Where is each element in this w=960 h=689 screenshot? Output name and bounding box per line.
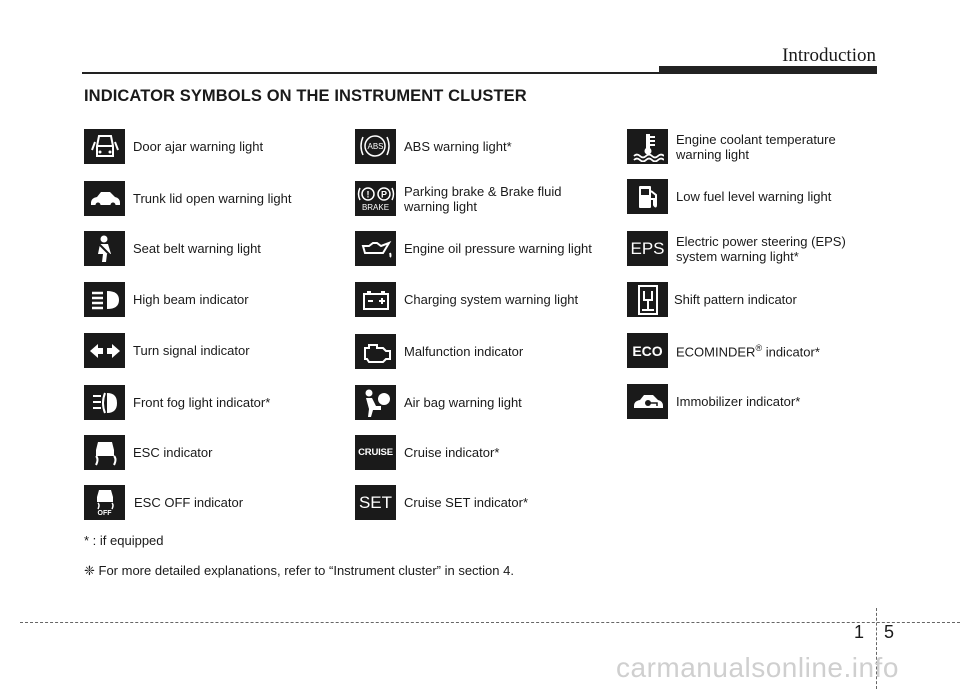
indicator-eps: EPS Electric power steering (EPS) system…	[627, 231, 846, 266]
watermark: carmanualsonline.info	[616, 652, 899, 683]
indicator-abs: ABS ABS warning light*	[355, 129, 512, 164]
indicator-label: Front fog light indicator*	[133, 395, 271, 410]
svg-text:P: P	[380, 189, 386, 199]
turn-signal-icon	[84, 333, 125, 368]
indicator-label: Electric power steering (EPS) system war…	[676, 234, 846, 264]
brake-icon: ! P BRAKE	[355, 181, 396, 216]
immobilizer-icon	[627, 384, 668, 419]
indicator-label: High beam indicator	[133, 292, 249, 307]
indicator-label: Seat belt warning light	[133, 241, 261, 256]
header-title: Introduction	[782, 45, 876, 66]
indicator-label: Low fuel level warning light	[676, 189, 832, 204]
indicator-turn-signal: Turn signal indicator	[84, 333, 250, 368]
cruise-icon: CRUISE	[355, 435, 396, 470]
indicator-trunk-open: Trunk lid open warning light	[84, 181, 292, 216]
indicator-door-ajar: Door ajar warning light	[84, 129, 263, 164]
label-line-2: warning light	[676, 146, 749, 162]
indicator-cruise-set: SET Cruise SET indicator*	[355, 485, 528, 520]
indicator-shift-pattern: Shift pattern indicator	[627, 282, 797, 317]
header-rule	[82, 72, 877, 74]
set-text: SET	[358, 492, 393, 512]
shift-pattern-icon	[627, 282, 668, 317]
cruise-text: CRUISE	[358, 447, 393, 458]
page-divider	[876, 608, 877, 689]
indicator-fuel: Low fuel level warning light	[627, 179, 831, 214]
indicator-label: Turn signal indicator	[133, 343, 250, 358]
footnote-equipped: * : if equipped	[84, 533, 164, 548]
indicator-label: Trunk lid open warning light	[133, 191, 292, 206]
indicator-front-fog: Front fog light indicator*	[84, 385, 270, 420]
coolant-temp-icon	[627, 129, 668, 164]
fuel-icon	[627, 179, 668, 214]
eps-text: EPS	[630, 238, 665, 258]
label-pre: ECOMINDER	[676, 344, 756, 360]
indicator-high-beam: High beam indicator	[84, 282, 249, 317]
trunk-open-icon	[84, 181, 125, 216]
seat-belt-icon	[84, 231, 125, 266]
indicator-coolant-temp: Engine coolant temperature warning light	[627, 129, 836, 164]
abs-text: ABS	[367, 142, 384, 151]
indicator-label: Cruise SET indicator*	[404, 495, 529, 510]
indicator-label: Parking brake & Brake fluid warning ligh…	[404, 184, 562, 214]
label-line-2: system warning light*	[676, 248, 799, 264]
engine-check-icon	[355, 334, 396, 369]
indicator-label: ABS warning light*	[404, 139, 512, 154]
oil-pressure-icon	[355, 231, 396, 266]
page-chapter: 1	[854, 622, 865, 642]
label-post: indicator*	[762, 344, 820, 360]
abs-icon: ABS	[355, 129, 396, 164]
indicator-label: Door ajar warning light	[133, 139, 264, 154]
indicator-eco: ECO ECOMINDER® indicator*	[627, 333, 820, 368]
eco-icon: ECO	[627, 333, 668, 368]
page-rule	[20, 622, 960, 623]
brake-text: BRAKE	[361, 202, 390, 212]
indicator-airbag: Air bag warning light	[355, 385, 522, 420]
indicator-label: Engine oil pressure warning light	[404, 241, 592, 256]
indicator-seat-belt: Seat belt warning light	[84, 231, 261, 266]
battery-icon	[355, 282, 396, 317]
indicator-label: Charging system warning light	[404, 292, 579, 307]
indicator-label: ECOMINDER® indicator*	[676, 341, 820, 359]
esc-icon	[84, 435, 125, 470]
label-line-2: warning light	[404, 198, 477, 214]
indicator-brake: ! P BRAKE Parking brake & Brake fluid wa…	[355, 181, 562, 216]
label-line-1: Electric power steering (EPS)	[676, 233, 846, 249]
front-fog-icon	[84, 385, 125, 420]
indicator-label: Shift pattern indicator	[674, 292, 797, 307]
indicator-immobilizer: Immobilizer indicator*	[627, 384, 800, 419]
airbag-icon	[355, 385, 396, 420]
eco-text: ECO	[632, 342, 663, 359]
esc-off-text: OFF	[97, 509, 112, 517]
indicator-cruise: CRUISE Cruise indicator*	[355, 435, 499, 470]
indicator-label: Malfunction indicator	[404, 344, 524, 359]
registered-mark: ®	[755, 343, 763, 354]
label-line-1: Parking brake & Brake fluid	[404, 183, 562, 199]
footnote-more-info: ❈ For more detailed explanations, refer …	[84, 563, 514, 578]
section-title: INDICATOR SYMBOLS ON THE INSTRUMENT CLUS…	[84, 87, 527, 105]
esc-off-icon: OFF	[84, 485, 125, 520]
indicator-label: Immobilizer indicator*	[676, 394, 801, 409]
door-ajar-icon	[84, 129, 125, 164]
svg-text:!: !	[366, 189, 369, 199]
indicator-esc: ESC indicator	[84, 435, 212, 470]
cruise-set-icon: SET	[355, 485, 396, 520]
header-bar	[659, 66, 877, 73]
indicator-oil-pressure: Engine oil pressure warning light	[355, 231, 592, 266]
indicator-esc-off: OFF ESC OFF indicator	[84, 485, 243, 520]
indicator-label: Air bag warning light	[404, 395, 522, 410]
indicator-label: ESC OFF indicator	[134, 495, 244, 510]
indicator-engine-check: Malfunction indicator	[355, 334, 523, 369]
indicator-label: Cruise indicator*	[404, 445, 500, 460]
page-number: 5	[884, 622, 895, 642]
indicator-label: ESC indicator	[133, 445, 213, 460]
high-beam-icon	[84, 282, 125, 317]
indicator-battery: Charging system warning light	[355, 282, 578, 317]
eps-icon: EPS	[627, 231, 668, 266]
indicator-label: Engine coolant temperature warning light	[676, 132, 836, 162]
label-line-1: Engine coolant temperature	[676, 131, 836, 147]
